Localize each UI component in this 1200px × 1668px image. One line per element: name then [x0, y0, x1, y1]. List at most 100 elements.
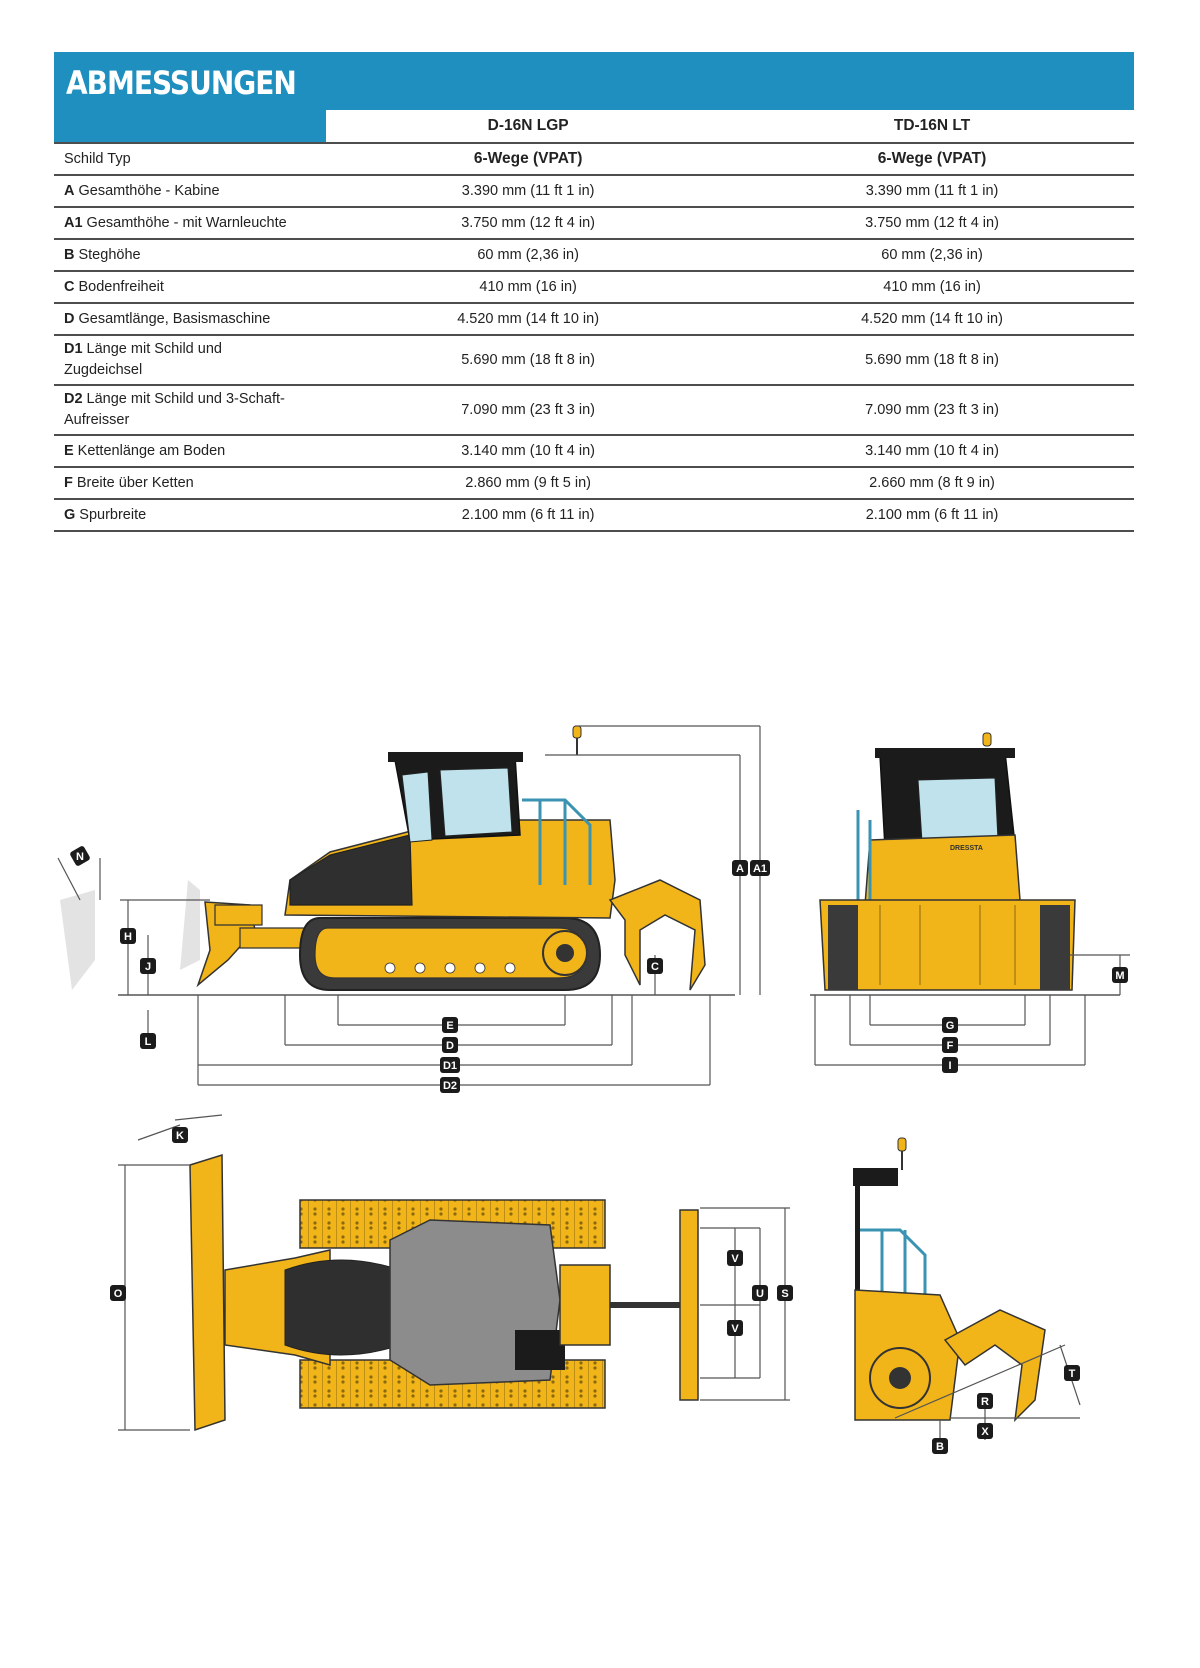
- row-code: A: [64, 183, 75, 199]
- label-u: U: [756, 1288, 764, 1300]
- row-code: G: [64, 507, 76, 523]
- row-label-text: Breite über Ketten: [76, 475, 194, 491]
- model-header-1: D-16N LGP: [326, 110, 731, 144]
- label-e: E: [446, 1020, 453, 1032]
- table-header-corner: [54, 110, 327, 144]
- row-label-text: Kettenlänge am Boden: [77, 443, 226, 459]
- row-value: 410 mm (16 in): [326, 271, 731, 304]
- row-value: 60 mm (2,36 in): [730, 239, 1134, 272]
- label-a: A: [736, 863, 744, 875]
- label-o-badge: O: [110, 1285, 126, 1301]
- label-s: S: [781, 1288, 788, 1300]
- row-value: 3.390 mm (11 ft 1 in): [326, 175, 731, 208]
- label-f-badge: F: [942, 1037, 958, 1053]
- row-label-text: Steghöhe: [78, 247, 141, 263]
- label-h-badge: H: [120, 928, 136, 944]
- label-r: R: [981, 1396, 989, 1408]
- label-d2: D2: [443, 1080, 457, 1092]
- label-t: T: [1069, 1368, 1076, 1380]
- row-code: D: [64, 311, 75, 327]
- label-i: I: [948, 1060, 951, 1072]
- section-header-band: [54, 52, 1134, 110]
- label-l-badge: L: [140, 1033, 156, 1049]
- row-value: 5.690 mm (18 ft 8 in): [730, 335, 1134, 386]
- row-label-text: Länge mit Schild und 3-Schaft-: [86, 391, 285, 407]
- row-value: 5.690 mm (18 ft 8 in): [326, 335, 731, 386]
- row-value: 2.860 mm (9 ft 5 in): [326, 467, 731, 500]
- label-d1: D1: [443, 1060, 457, 1072]
- row-value: 6-Wege (VPAT): [730, 143, 1134, 176]
- label-b: B: [936, 1441, 944, 1453]
- label-d2-badge: D2: [440, 1077, 460, 1093]
- row-label-text: Bodenfreiheit: [78, 279, 164, 295]
- row-value: 7.090 mm (23 ft 3 in): [730, 385, 1134, 436]
- label-d: D: [446, 1040, 454, 1052]
- row-value: 3.390 mm (11 ft 1 in): [730, 175, 1134, 208]
- row-label-text: Gesamthöhe - Kabine: [78, 183, 220, 199]
- label-l: L: [145, 1036, 152, 1048]
- model-header-2: TD-16N LT: [730, 110, 1134, 144]
- label-g: G: [946, 1020, 955, 1032]
- row-value: 2.100 mm (6 ft 11 in): [730, 499, 1134, 532]
- label-x: X: [981, 1426, 989, 1438]
- label-g-badge: G: [942, 1017, 958, 1033]
- row-value: 3.750 mm (12 ft 4 in): [326, 207, 731, 240]
- row-label-text-2: Zugdeichsel: [64, 362, 143, 378]
- label-m-badge: M: [1112, 967, 1128, 983]
- label-n: N: [76, 851, 84, 863]
- row-value: 7.090 mm (23 ft 3 in): [326, 385, 731, 436]
- row-value: 2.660 mm (8 ft 9 in): [730, 467, 1134, 500]
- label-v1: V: [731, 1253, 739, 1265]
- row-label-text: Schild Typ: [64, 151, 131, 167]
- table-row: Schild Typ 6-Wege (VPAT) 6-Wege (VPAT): [54, 143, 1134, 176]
- front-blade: [819, 899, 1076, 991]
- label-j-badge: J: [140, 958, 156, 974]
- label-u-badge: U: [752, 1285, 768, 1301]
- row-label-text: Länge mit Schild und: [86, 341, 222, 357]
- row-value: 4.520 mm (14 ft 10 in): [326, 303, 731, 336]
- top-blade: [189, 1153, 226, 1432]
- front-view: DRESSTA: [810, 732, 1130, 1066]
- label-a-badge: A: [732, 860, 748, 876]
- row-value: 60 mm (2,36 in): [326, 239, 731, 272]
- row-label-text-2: Aufreisser: [64, 412, 130, 428]
- label-f: F: [947, 1040, 954, 1052]
- label-i-badge: I: [942, 1057, 958, 1073]
- watermark: [60, 880, 200, 990]
- label-x-badge: X: [977, 1423, 993, 1439]
- label-v1-badge: V: [727, 1250, 743, 1266]
- row-label-text: Spurbreite: [79, 507, 147, 523]
- row-code: C: [64, 279, 75, 295]
- ripper: [608, 879, 706, 991]
- label-v2: V: [731, 1323, 739, 1335]
- row-code: D2: [64, 391, 83, 407]
- table-header-row: D-16N LGP TD-16N LT: [54, 110, 1134, 144]
- label-h: H: [124, 931, 132, 943]
- row-value: 3.750 mm (12 ft 4 in): [730, 207, 1134, 240]
- label-c: C: [651, 961, 659, 973]
- row-value: 3.140 mm (10 ft 4 in): [326, 435, 731, 468]
- top-ripper-beam: [679, 1209, 699, 1401]
- row-value: 3.140 mm (10 ft 4 in): [730, 435, 1134, 468]
- label-v2-badge: V: [727, 1320, 743, 1336]
- dimension-labels: N H J L C A A1 E D D1 D2 M G F I K O V V…: [70, 846, 1128, 1454]
- label-k-badge: K: [172, 1127, 188, 1143]
- row-label-text: Gesamtlänge, Basismaschine: [78, 311, 271, 327]
- row-value: 4.520 mm (14 ft 10 in): [730, 303, 1134, 336]
- label-b-badge: B: [932, 1438, 948, 1454]
